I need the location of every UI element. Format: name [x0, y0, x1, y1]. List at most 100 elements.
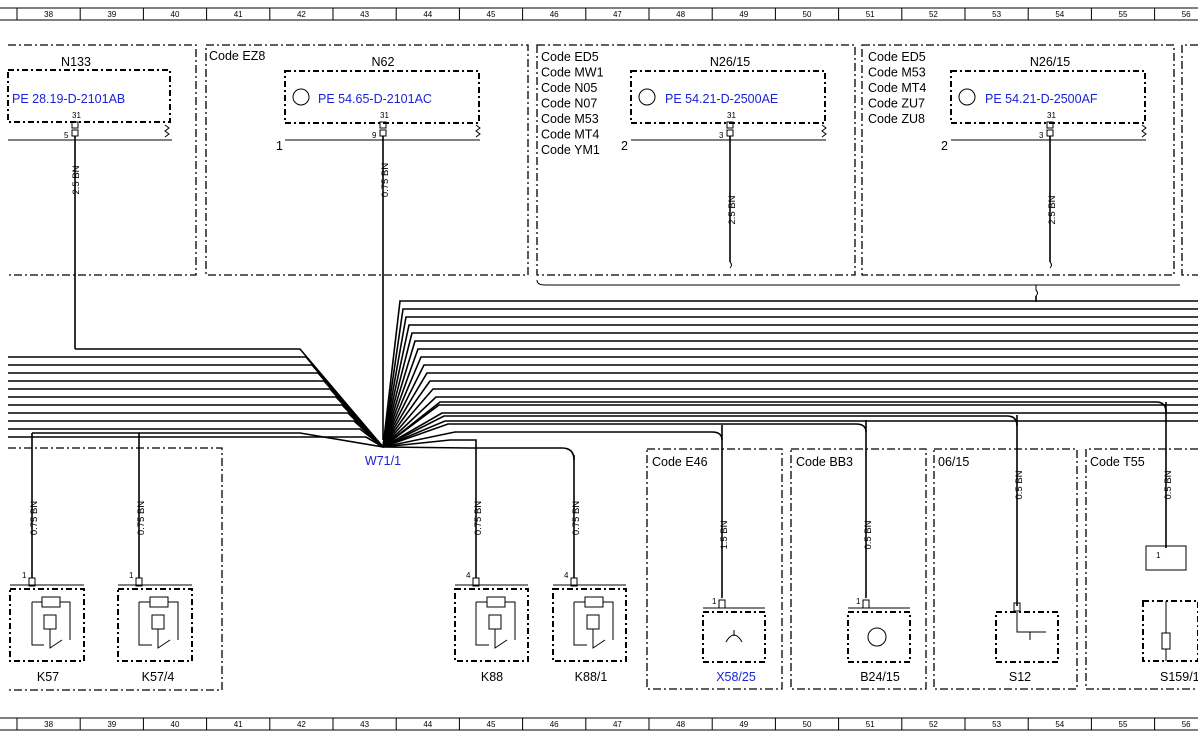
harness-wire	[382, 356, 1198, 448]
k88-pin: 4	[466, 571, 471, 580]
ruler-label: 50	[803, 720, 812, 729]
n26a-side: 2	[621, 139, 628, 153]
ruler-label: 40	[171, 720, 180, 729]
ruler-label: 48	[676, 720, 685, 729]
transistor-icon	[867, 627, 887, 647]
ruler-label: 45	[487, 720, 496, 729]
s159-title: S159/1	[1160, 670, 1198, 684]
ruler-label: 41	[234, 720, 243, 729]
code-label: Code ED5	[541, 50, 599, 64]
ruler-label: 40	[171, 10, 180, 19]
ruler-label: 39	[107, 10, 116, 19]
ruler-label: 54	[1055, 720, 1064, 729]
harness-wire	[8, 436, 384, 448]
k881-wire-label: 0.75 BN	[571, 501, 582, 535]
ruler-label: 55	[1119, 720, 1128, 729]
module-n62: Code EZ8 N62 PE 54.65-D-2101AC 1 9 31 0.…	[205, 44, 529, 440]
socket-icon	[725, 630, 743, 643]
relay-k88: 0.75 BN 4 K88	[454, 443, 529, 684]
ruler-label: 38	[44, 720, 53, 729]
n62-pin-sub: 31	[380, 111, 389, 120]
s12-title: S12	[1009, 670, 1031, 684]
k574-pin: 1	[129, 571, 134, 580]
ruler-label: 42	[297, 10, 306, 19]
ruler-label: 43	[360, 10, 369, 19]
ruler-label: 53	[992, 10, 1001, 19]
splice-w71-1[interactable]: W71/1	[365, 454, 401, 468]
harness-wire	[382, 423, 867, 448]
socket-x58-25: Code E46 1.5 BN 1 X58/25	[646, 425, 783, 690]
harness-wire	[382, 300, 1198, 448]
sensor-b24-15: Code BB3 0.5 BN 1 B24/15	[790, 420, 927, 690]
harness-wire	[8, 412, 384, 448]
n26b-side: 2	[941, 139, 948, 153]
k57-pin: 1	[22, 571, 27, 580]
k574-title: K57/4	[142, 670, 175, 684]
wiring-harness	[8, 296, 1198, 461]
ruler-label: 52	[929, 720, 938, 729]
ruler-label: 46	[550, 10, 559, 19]
n26a-ref-link[interactable]: PE 54.21-D-2500AE	[665, 92, 778, 106]
n26b-pin-sub: 31	[1047, 111, 1056, 120]
code-label: Code MT4	[541, 128, 599, 142]
ruler-label: 39	[107, 720, 116, 729]
code-label: Code MT4	[868, 81, 926, 95]
harness-wire	[382, 446, 575, 461]
code-label: Code N07	[541, 97, 597, 111]
ruler-label: 43	[360, 720, 369, 729]
code-label: Code M53	[868, 66, 926, 80]
ruler-label: 45	[487, 10, 496, 19]
ruler-label: 51	[866, 10, 875, 19]
ruler-label: 49	[739, 720, 748, 729]
harness-wire	[382, 412, 1198, 448]
n26b-ref-link[interactable]: PE 54.21-D-2500AF	[985, 92, 1098, 106]
harness-wire	[31, 432, 384, 448]
x58-pin: 1	[712, 597, 717, 606]
s159-wire-label: 0.5 BN	[1163, 470, 1174, 499]
k88-title: K88	[481, 670, 503, 684]
harness-wire	[382, 380, 1198, 448]
b24-pin: 1	[856, 597, 861, 606]
harness-wire	[382, 372, 1198, 448]
code-label: Code ZU7	[868, 97, 925, 111]
harness-wire	[382, 308, 1198, 448]
b24-wire-label: 0.5 BN	[863, 520, 874, 549]
code-label: Code N05	[541, 81, 597, 95]
switch-s12: 06/15 0.5 BN S12	[933, 415, 1078, 690]
n62-ref-link[interactable]: PE 54.65-D-2101AC	[318, 92, 432, 106]
switch-icon	[1016, 612, 1046, 640]
ruler-label: 52	[929, 10, 938, 19]
transistor-icon	[958, 88, 976, 106]
ruler-label: 47	[613, 720, 622, 729]
ruler-label: 46	[550, 720, 559, 729]
code-label: Code M53	[541, 112, 599, 126]
k57-wire-label: 0.75 BN	[29, 501, 40, 535]
n62-pin: 9	[372, 131, 377, 140]
code-label: Code ED5	[868, 50, 926, 64]
ruler-label: 47	[613, 10, 622, 19]
ruler-label: 44	[423, 720, 432, 729]
ruler-label: 53	[992, 720, 1001, 729]
ruler-label: 44	[423, 10, 432, 19]
n26b-title: N26/15	[1030, 55, 1070, 69]
harness-wire	[382, 404, 1198, 448]
code-label: Code YM1	[541, 143, 600, 157]
n133-ref-link[interactable]: PE 28.19-D-2101AB	[12, 92, 125, 106]
x58-title-link[interactable]: X58/25	[716, 670, 756, 684]
b24-code: Code BB3	[796, 455, 853, 469]
s159-pin: 1	[1156, 551, 1161, 560]
harness-wire	[382, 316, 1198, 448]
relay-k88-1: 0.75 BN 4 K88/1	[552, 455, 627, 684]
n26a-wire-label: 2.5 BN	[727, 195, 738, 224]
n133-title: N133	[61, 55, 91, 69]
transistor-icon	[638, 88, 656, 106]
harness-wire	[8, 404, 384, 448]
harness-wire	[8, 364, 384, 448]
n62-code: Code EZ8	[209, 49, 265, 63]
ruler-label: 50	[803, 10, 812, 19]
k57-title: K57	[37, 670, 59, 684]
n26a-title: N26/15	[710, 55, 750, 69]
module-partial-right	[1181, 44, 1198, 276]
